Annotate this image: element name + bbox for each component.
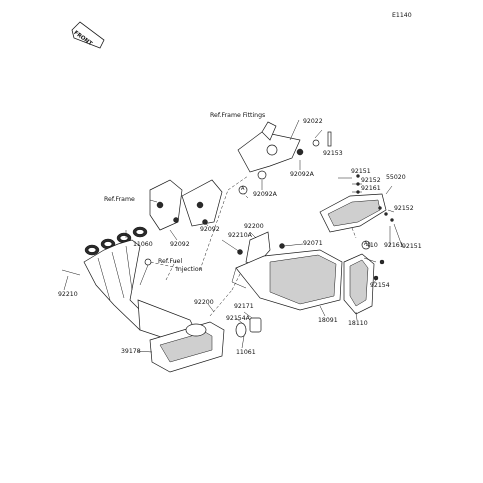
muffler-cover	[343, 253, 375, 315]
ref-frame-fittings-label: Ref.Frame Fittings	[210, 112, 266, 119]
part-92071: 92071	[303, 240, 323, 247]
part-92152-right: 92152	[394, 205, 414, 212]
part-92092-mid: 92092	[200, 226, 220, 233]
part-92154: 92154	[370, 282, 390, 289]
part-92151-right: 92151	[402, 243, 422, 250]
long-bolt	[61, 269, 81, 276]
part-92092-left: 92092	[170, 241, 190, 248]
callout-a-right: A	[364, 241, 368, 247]
diagram-code: E1140	[392, 12, 412, 19]
part-92092A-top: 92092A	[290, 171, 314, 178]
ref-fuel-injection-label-2: Injection	[176, 266, 203, 273]
leader-lines	[63, 119, 403, 353]
part-92210A: 92210A	[228, 232, 252, 239]
right-fasteners	[356, 174, 394, 281]
part-18091: 18091	[318, 317, 338, 324]
part-92151-top: 92151	[351, 168, 371, 175]
part-92161-right: 92161	[384, 242, 404, 249]
part-39178: 39178	[121, 348, 141, 355]
heat-shield	[319, 193, 387, 233]
clamp-collar	[235, 317, 262, 338]
part-92161-top: 92161	[361, 185, 381, 192]
front-arrow-icon	[71, 21, 105, 49]
part-410: 410	[366, 242, 378, 249]
ref-frame-label: Ref.Frame	[104, 196, 135, 203]
part-92200-top: 92200	[244, 223, 264, 230]
muffler-body	[231, 249, 343, 311]
part-18110: 18110	[348, 320, 368, 327]
frame-fitting-bracket	[237, 121, 332, 180]
part-92152-top: 92152	[361, 177, 381, 184]
part-92171: 92171	[234, 303, 254, 310]
part-92154A: 92154A	[226, 315, 250, 322]
part-92200-low: 92200	[194, 299, 214, 306]
part-92022: 92022	[303, 118, 323, 125]
part-11061: 11061	[236, 349, 256, 356]
part-55020: 55020	[386, 174, 406, 181]
exhaust-header-pipes	[83, 239, 201, 341]
ref-fuel-injection-label-1: Ref.Fuel	[158, 258, 183, 265]
collector-box	[149, 321, 225, 373]
callout-markers	[238, 185, 371, 250]
frame-bracket	[149, 179, 223, 231]
part-11060: 11060	[133, 241, 153, 248]
callout-a-upper: A	[241, 186, 245, 192]
part-92210: 92210	[58, 291, 78, 298]
part-92153: 92153	[323, 150, 343, 157]
part-92092A-mid: 92092A	[253, 191, 277, 198]
